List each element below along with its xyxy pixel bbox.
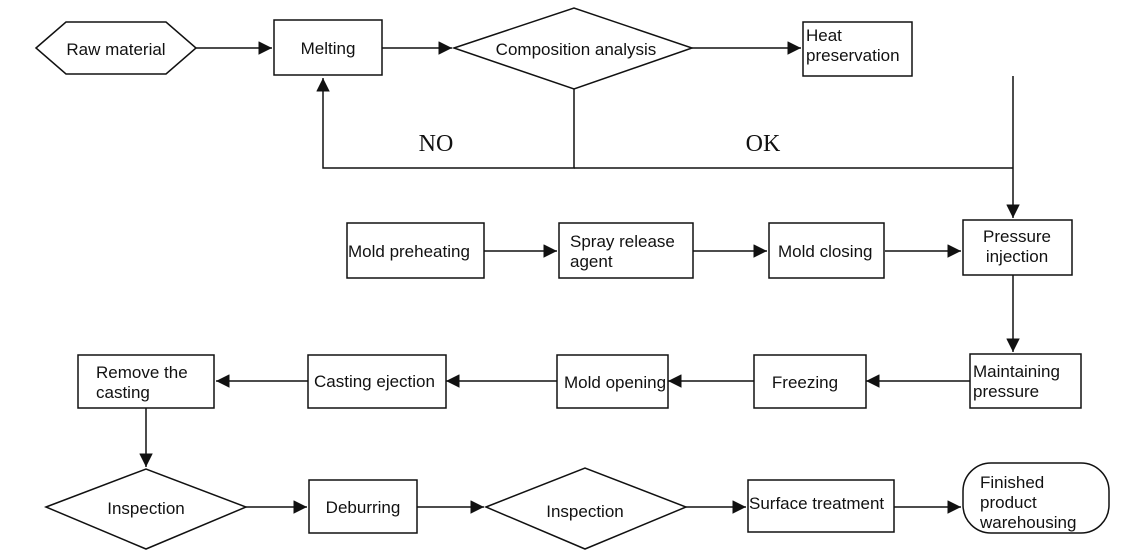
hexagon-shape — [34, 21, 198, 75]
node-inspection-1: Inspection — [43, 468, 249, 550]
box-shape — [273, 19, 383, 76]
node-label: Deburring — [326, 498, 401, 517]
node-label: Casting ejection — [314, 372, 435, 391]
decision-diamond — [43, 468, 249, 550]
label-line: warehousing — [979, 513, 1076, 532]
label-line: injection — [986, 247, 1048, 266]
label-line: Finished — [980, 473, 1044, 492]
label-line: Mold closing — [778, 242, 873, 261]
node-label: Composition analysis — [496, 40, 657, 59]
decision-diamond — [484, 467, 689, 550]
label-line: Mold opening — [564, 373, 666, 392]
box-shape — [747, 479, 895, 533]
node-mold-preheating: Mold preheating — [346, 222, 485, 279]
label-line: Freezing — [772, 373, 838, 392]
label-line: Remove the — [96, 363, 188, 382]
label-line: Pressure — [983, 227, 1051, 246]
node-label: Melting — [301, 39, 356, 58]
node-inspection-2: Inspection — [484, 467, 689, 550]
box-shape — [802, 21, 913, 77]
label-line: Mold preheating — [348, 242, 470, 261]
node-label: Mold opening — [564, 373, 666, 392]
branch-label-no: NO — [419, 131, 454, 157]
node-surface-treatment: Surface treatment — [747, 479, 895, 533]
label-line: Casting ejection — [314, 372, 435, 391]
label-line: Inspection — [107, 499, 185, 518]
node-casting-ejection: Casting ejection — [307, 354, 447, 409]
label-line: Maintaining — [973, 362, 1060, 381]
box-shape — [346, 222, 485, 279]
label-line: agent — [570, 252, 613, 271]
decision-diamond — [451, 7, 695, 90]
branch-label-ok: OK — [746, 131, 781, 157]
node-label: Mold closing — [778, 242, 873, 261]
node-label: Inspection — [546, 502, 624, 521]
label-line: Surface treatment — [749, 494, 884, 513]
box-shape — [768, 222, 885, 279]
node-raw-material: Raw material — [34, 21, 198, 75]
box-shape — [962, 219, 1073, 276]
node-label: Raw material — [66, 40, 165, 59]
box-shape — [307, 354, 447, 409]
label-line: Deburring — [326, 498, 401, 517]
box-shape — [558, 222, 694, 279]
node-label: Inspection — [107, 499, 185, 518]
label-line: pressure — [973, 382, 1039, 401]
connectors — [139, 41, 1020, 514]
node-mold-closing: Mold closing — [768, 222, 885, 279]
label-line: preservation — [806, 46, 900, 65]
box-shape — [556, 354, 669, 409]
node-freezing: Freezing — [753, 354, 867, 409]
box-shape — [969, 353, 1082, 409]
node-deburring: Deburring — [308, 479, 418, 534]
label-line: Spray release — [570, 232, 675, 251]
label-line: casting — [96, 383, 150, 402]
label-line: Inspection — [546, 502, 624, 521]
box-shape — [753, 354, 867, 409]
node-label: Surface treatment — [749, 494, 884, 513]
label-line: Heat — [806, 26, 842, 45]
label-line: Raw material — [66, 40, 165, 59]
label-line: product — [980, 493, 1037, 512]
no-feedback-loop — [316, 78, 575, 169]
label-line: Composition analysis — [496, 40, 657, 59]
node-mold-opening: Mold opening — [556, 354, 669, 409]
box-shape — [308, 479, 418, 534]
node-label: Mold preheating — [348, 242, 470, 261]
node-melting: Melting — [273, 19, 383, 76]
node-composition-analysis: Composition analysis — [451, 7, 695, 90]
box-shape — [77, 354, 215, 409]
terminal-shape — [962, 462, 1110, 534]
label-line: Melting — [301, 39, 356, 58]
node-label: Freezing — [772, 373, 838, 392]
